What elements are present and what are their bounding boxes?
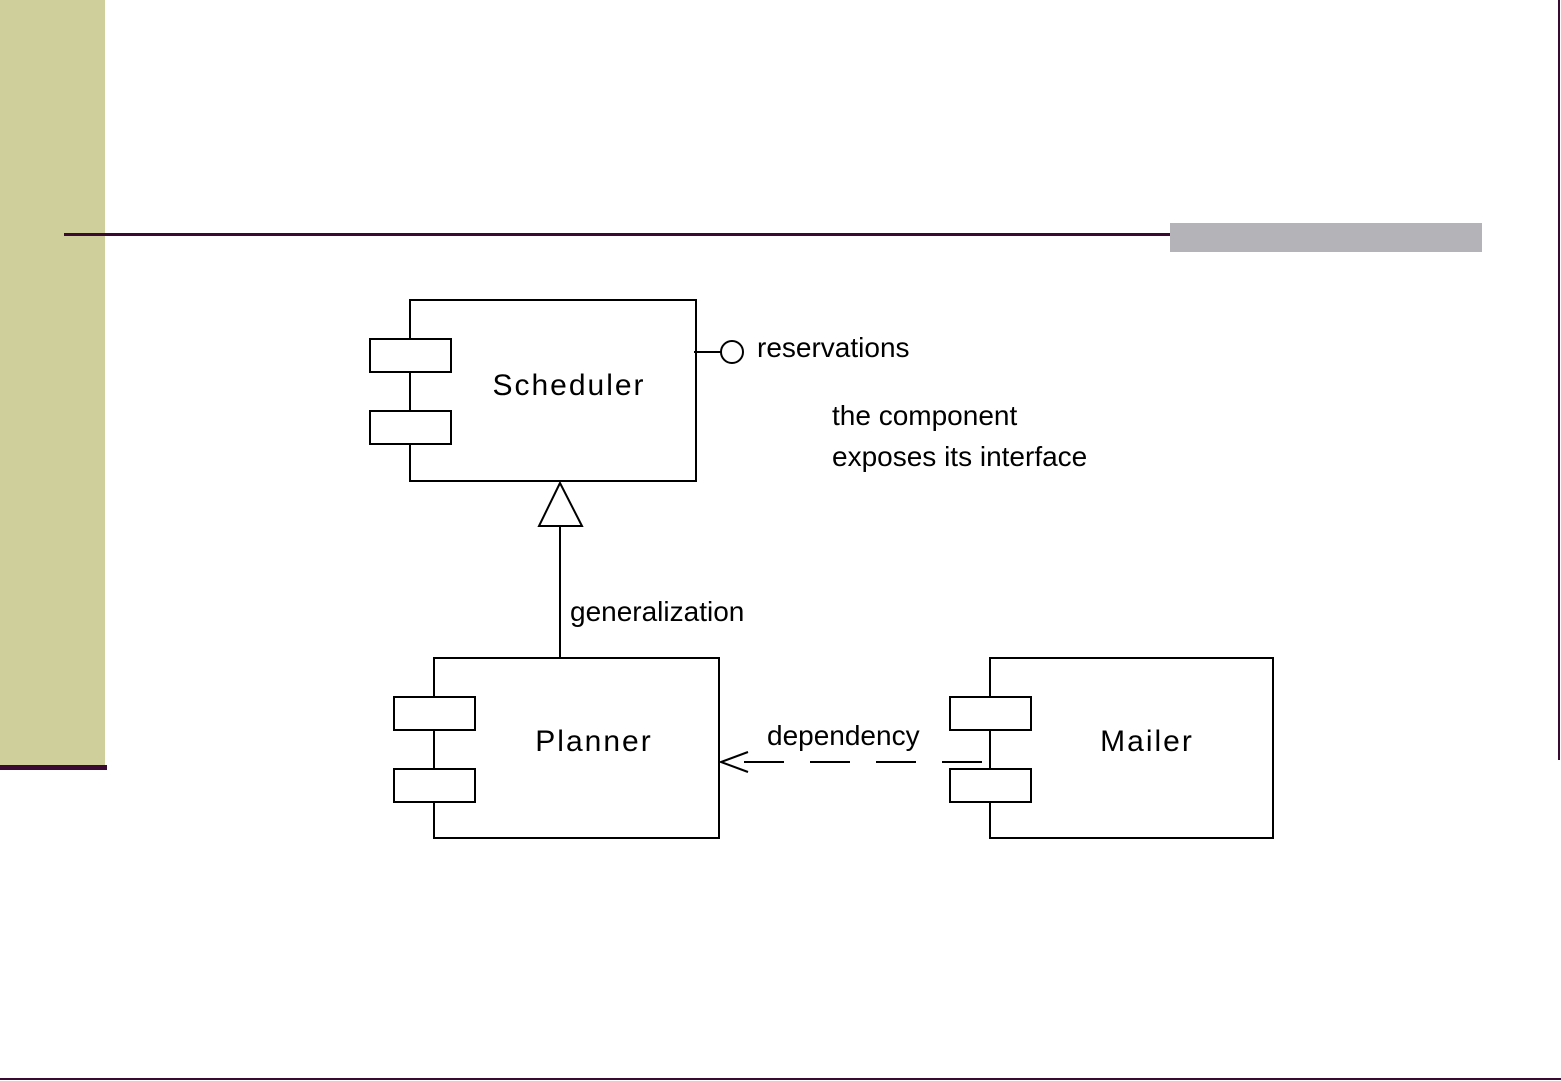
note-line-1: the component: [832, 400, 1017, 431]
note-line-2: exposes its interface: [832, 441, 1087, 472]
interface-circle-icon: [721, 341, 743, 363]
planner-port-bottom: [394, 769, 475, 802]
planner-port-top: [394, 697, 475, 730]
interface-lollipop: reservations: [694, 332, 910, 363]
dependency-label: dependency: [767, 720, 920, 751]
planner-label: Planner: [535, 725, 652, 758]
scheduler-label: Scheduler: [492, 369, 645, 402]
generalization-relation: generalization: [539, 483, 744, 658]
interface-note: the component exposes its interface: [832, 400, 1087, 472]
generalization-arrowhead-icon: [539, 483, 582, 526]
generalization-label: generalization: [570, 596, 744, 627]
interface-label: reservations: [757, 332, 910, 363]
mailer-port-bottom: [950, 769, 1031, 802]
mailer-port-top: [950, 697, 1031, 730]
scheduler-component: Scheduler: [370, 300, 696, 481]
planner-component: Planner: [394, 658, 719, 838]
scheduler-port-bottom: [370, 411, 451, 444]
mailer-component: Mailer: [950, 658, 1273, 838]
mailer-label: Mailer: [1100, 725, 1194, 758]
scheduler-port-top: [370, 339, 451, 372]
dependency-arrowhead-icon: [721, 752, 748, 772]
